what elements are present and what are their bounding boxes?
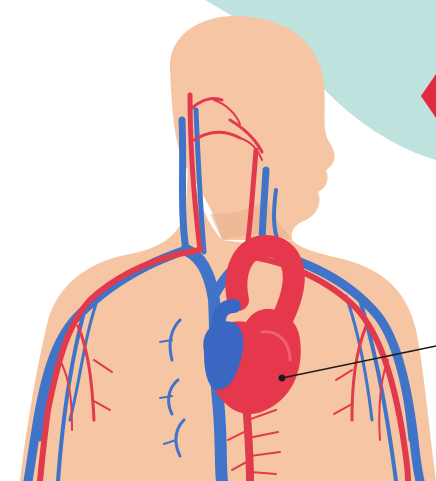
circulatory-illustration: [0, 0, 436, 481]
circulatory-system-figure: [0, 0, 436, 481]
